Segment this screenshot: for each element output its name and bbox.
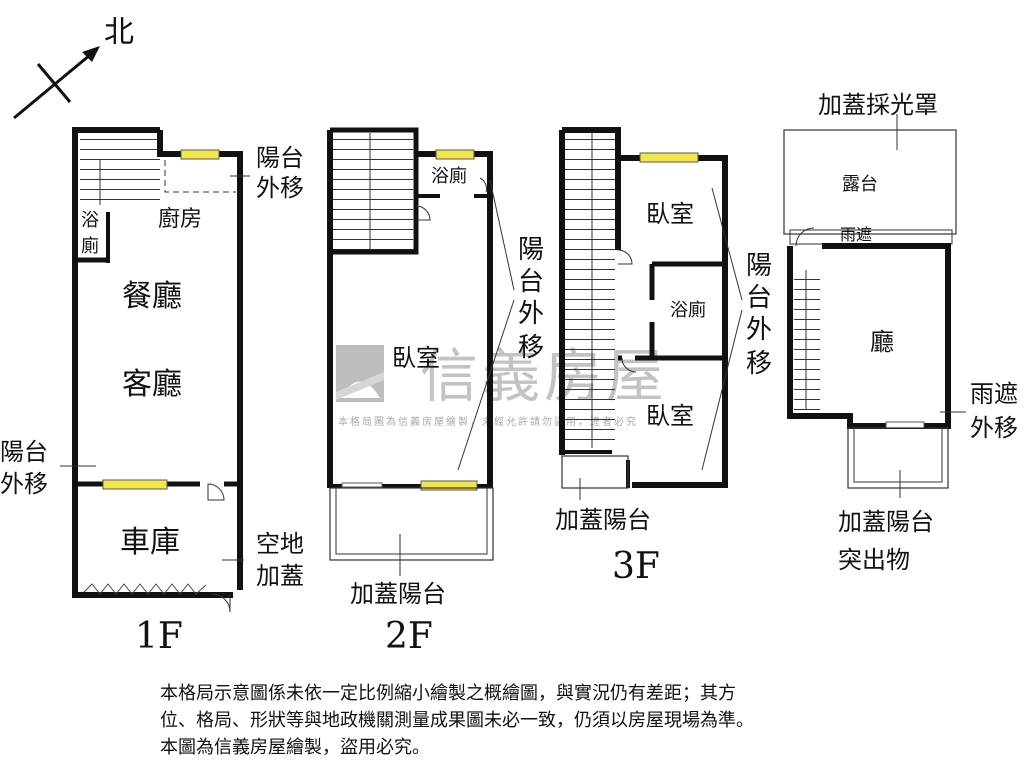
room-living: 客廳 xyxy=(122,367,182,402)
room-bedroom-2f: 臥室 xyxy=(392,344,440,372)
room-kitchen: 廚房 xyxy=(158,207,202,232)
room-bath-3f: 浴廁 xyxy=(670,299,706,321)
note-balcony-2f-a: 陽 xyxy=(518,235,544,265)
note-added-balcony-3f: 加蓋陽台 xyxy=(555,506,651,534)
room-bath-2f: 浴廁 xyxy=(431,165,467,187)
room-rain-shelter: 雨遮 xyxy=(840,225,872,244)
room-bath-b: 廁 xyxy=(81,235,99,257)
notice-line: 本圖為信義房屋繪製，盜用必究。 xyxy=(160,737,430,758)
north-arrow-icon xyxy=(82,46,100,62)
note-balcony-3f-d: 移 xyxy=(746,349,772,379)
brand-logo-icon xyxy=(336,345,384,402)
floor-caption-3f: 3F xyxy=(612,546,660,587)
room-dining: 餐廳 xyxy=(122,279,182,314)
room-terrace: 露台 xyxy=(842,174,878,195)
note-added-balcony-roof: 加蓋陽台 xyxy=(838,508,934,536)
room-bedroom-3f-top: 臥室 xyxy=(646,200,694,228)
note-rain-shelter-b: 外移 xyxy=(970,414,1018,442)
note-balcony-3f-c: 外 xyxy=(746,315,772,345)
notice-line: 本格局示意圖係未依一定比例縮小繪製之概繪圖，與實況仍有差距；其方 xyxy=(160,683,736,704)
floor-roof: 加蓋採光罩 露台 雨遮 廳 雨遮 外移 加蓋陽台 突出物 xyxy=(783,91,1018,574)
notice-line: 位、格局、形狀等與地政機關測量成果圖未必一致，仍須以房屋現場為準。 xyxy=(160,710,754,731)
note-vacant-b: 加蓋 xyxy=(256,562,304,590)
north-compass: 北 xyxy=(13,15,134,120)
note-balcony-2f-d: 移 xyxy=(518,333,544,363)
room-bedroom-3f-bottom: 臥室 xyxy=(646,402,694,430)
north-label: 北 xyxy=(104,15,134,50)
note-vacant-a: 空地 xyxy=(256,530,304,558)
note-balcony-3f-a: 陽 xyxy=(746,251,772,281)
floor-3f: 臥室 浴廁 臥室 陽 台 外 移 加蓋陽台 3F xyxy=(555,127,772,587)
note-rain-shelter-a: 雨遮 xyxy=(970,380,1018,408)
floor-caption-1f: 1F xyxy=(135,616,183,657)
disclaimer-notice: 本格局示意圖係未依一定比例縮小繪製之概繪圖，與實況仍有差距；其方 位、格局、形狀… xyxy=(160,680,960,761)
note-balcony-left-a: 陽台 xyxy=(0,438,48,466)
room-bath-a: 浴 xyxy=(81,210,99,231)
note-balcony-top-b: 外移 xyxy=(256,174,304,202)
floor-1f: 浴 廁 廚房 餐廳 客廳 車庫 陽台 外移 陽台 外移 空地 加蓋 1F xyxy=(0,127,304,657)
note-balcony-3f-b: 台 xyxy=(746,283,772,313)
floor-caption-2f: 2F xyxy=(385,616,433,657)
watermark: 信義房屋 本格局圖為信義房屋繪製，未經允許請勿盜用，違者必究 xyxy=(336,342,668,428)
room-garage: 車庫 xyxy=(120,525,180,560)
note-balcony-left-b: 外移 xyxy=(0,470,48,498)
floor-2f: 浴廁 臥室 陽 台 外 移 加蓋陽台 2F xyxy=(327,127,544,657)
note-balcony-2f-c: 外 xyxy=(518,299,544,329)
room-hall: 廳 xyxy=(870,328,894,356)
note-balcony-2f-b: 台 xyxy=(518,267,544,297)
note-skylight: 加蓋採光罩 xyxy=(818,91,938,119)
note-protrusion: 突出物 xyxy=(838,546,910,574)
note-added-balcony-2f: 加蓋陽台 xyxy=(350,580,446,608)
watermark-brand: 信義房屋 xyxy=(420,342,668,410)
note-balcony-top-a: 陽台 xyxy=(256,144,304,172)
